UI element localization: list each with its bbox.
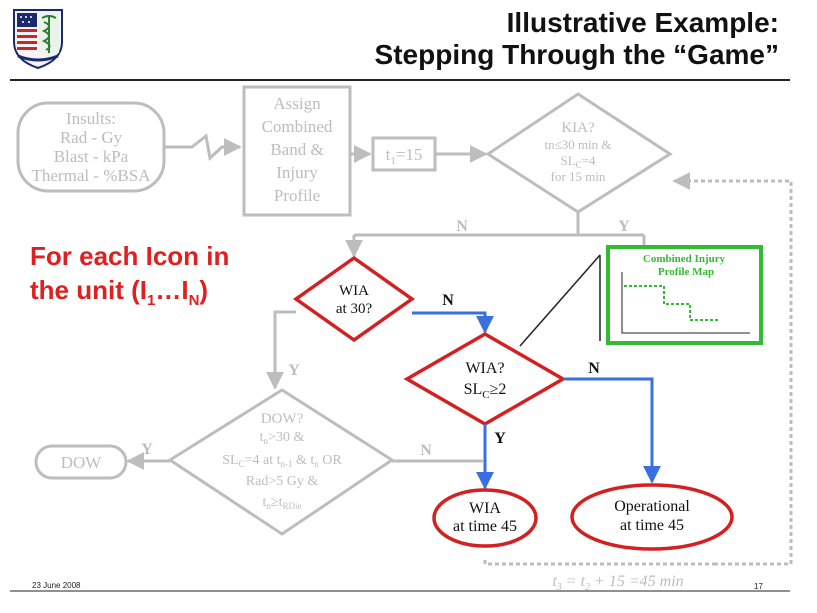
dow-line2: tn>30 &: [260, 430, 305, 446]
insults-line4: Thermal - %BSA: [32, 166, 152, 185]
kia-no-label: N: [456, 218, 468, 235]
dow-yes-label: Y: [141, 441, 153, 458]
wia-sl-no-label: N: [588, 360, 600, 377]
loop-back-connector: [672, 172, 793, 566]
insults-line3: Blast - kPa: [54, 147, 129, 166]
army-medical-crest-icon: [13, 9, 63, 70]
arrow-wia30-no: [412, 311, 494, 334]
profile-map-step-line: [624, 285, 720, 321]
wia30-no-label: N: [442, 292, 454, 309]
wia45-terminal: [432, 488, 538, 548]
callout-diagonal: [519, 254, 601, 347]
dow-terminal-label: DOW: [61, 453, 103, 472]
loop-bottom: [483, 560, 714, 566]
t3-equation: t3 = t2 + 15 =45 min: [552, 573, 683, 593]
operational-line1: Operational: [614, 498, 690, 515]
kia-line2: tn≤30 min &: [544, 137, 611, 152]
profile-map-title1: Combined Injury: [643, 253, 726, 265]
operational-terminal: [570, 483, 734, 551]
profile-map-box: [606, 245, 763, 345]
kia-line4: for 15 min: [551, 169, 606, 184]
assign-line4: Injury: [276, 163, 318, 182]
assign-line2: Combined: [262, 117, 333, 136]
wia45-line1: WIA: [469, 500, 501, 517]
wia30-yes-label: Y: [288, 362, 300, 379]
insults-line2: Rad - Gy: [60, 128, 123, 147]
footer-page-number: 17: [754, 582, 763, 591]
wia-sl-yes-label: Y: [494, 430, 506, 447]
dow-line4: Rad>5 Gy &: [246, 474, 319, 489]
dow-terminal: [34, 444, 128, 480]
for-each-line2: the unit (I1…IN): [30, 275, 209, 310]
slide-title-line1: Illustrative Example:: [506, 7, 779, 38]
wia30-diamond: [292, 255, 416, 343]
slide-title-line2: Stepping Through the “Game”: [374, 39, 779, 70]
dow-line1: DOW?: [261, 411, 304, 427]
assign-line1: Assign: [273, 94, 321, 113]
arrow-wia30-yes: [266, 310, 296, 390]
operational-line2: at time 45: [620, 517, 684, 534]
break-connector: [164, 133, 242, 161]
t1-label: t1=15: [386, 145, 423, 167]
dow-line3: SLC=4 at tn-1 & tn OR: [222, 453, 342, 469]
assign-line3: Band &: [270, 140, 323, 159]
kia-diamond: [485, 92, 673, 214]
wia-sl-diamond: [403, 331, 567, 427]
kia-line3: SLC=4: [560, 153, 596, 170]
kia-line1: KIA?: [561, 120, 595, 136]
dow-line5: tn≥tRDie: [263, 495, 302, 511]
profile-map-title2: Profile Map: [658, 266, 714, 278]
footer-date: 23 June 2008: [32, 581, 81, 590]
kia-yes-label: Y: [618, 218, 630, 235]
dow-diamond: [167, 388, 395, 536]
wia30-line2: at 30?: [336, 301, 373, 317]
wia30-line1: WIA: [339, 283, 369, 299]
wia-sl-line2: SLC≥2: [464, 381, 507, 401]
assign-line5: Profile: [274, 186, 320, 205]
wia45-line2: at time 45: [453, 518, 517, 535]
dow-no-label: N: [420, 442, 432, 459]
insults-line1: Insults:: [66, 109, 116, 128]
profile-map-axes: [621, 272, 750, 334]
assign-box: [242, 85, 352, 217]
wia-sl-line1: WIA?: [465, 360, 504, 377]
arrow-wia-sl-no: [563, 377, 661, 484]
for-each-line1: For each Icon in: [30, 241, 230, 271]
